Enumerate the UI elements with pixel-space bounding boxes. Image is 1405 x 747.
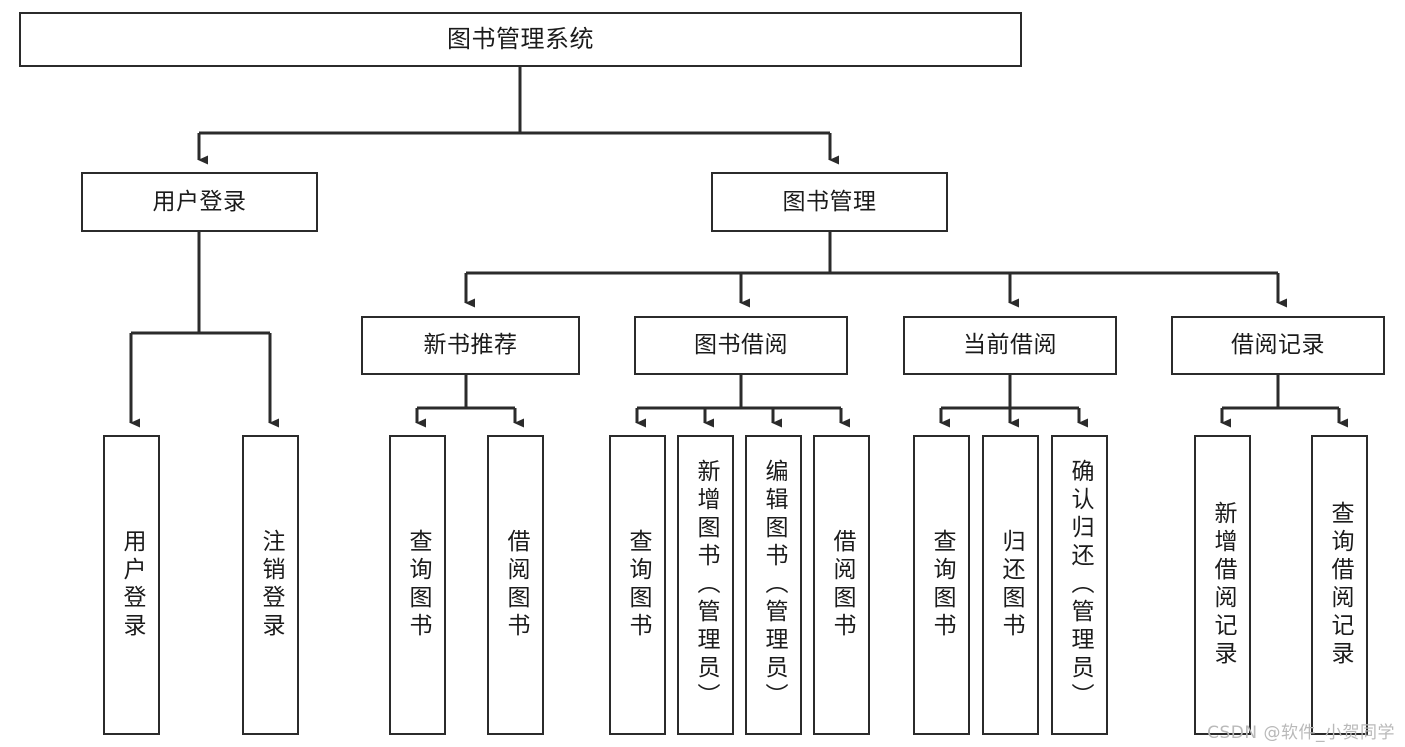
- leaf-borrow-book-query[interactable]: 查询图书: [609, 435, 666, 735]
- leaf-borrow-record-add[interactable]: 新增借阅记录: [1194, 435, 1251, 735]
- node-label: 查询图书: [405, 529, 431, 641]
- leaf-user-login-login[interactable]: 用户登录: [103, 435, 160, 735]
- node-label: 注销登录: [258, 529, 284, 641]
- node-user-login[interactable]: 用户登录: [81, 172, 318, 232]
- node-label: 当前借阅: [963, 332, 1057, 359]
- node-label: 用户登录: [119, 529, 145, 641]
- node-label: 查询图书: [625, 529, 651, 641]
- node-label: 图书管理系统: [447, 24, 594, 53]
- node-label: 用户登录: [152, 188, 247, 215]
- node-borrow-record[interactable]: 借阅记录: [1171, 316, 1385, 375]
- node-label: 借阅记录: [1231, 332, 1325, 359]
- node-book-borrow[interactable]: 图书借阅: [634, 316, 848, 375]
- leaf-current-borrow-confirm-return[interactable]: 确认归还（管理员）: [1051, 435, 1108, 735]
- leaf-current-borrow-return[interactable]: 归还图书: [982, 435, 1039, 735]
- node-label: 借阅图书: [829, 529, 855, 641]
- node-label: 确认归还（管理员）: [1067, 459, 1093, 711]
- leaf-borrow-book-borrow[interactable]: 借阅图书: [813, 435, 870, 735]
- node-current-borrow[interactable]: 当前借阅: [903, 316, 1117, 375]
- leaf-borrow-book-edit[interactable]: 编辑图书（管理员）: [745, 435, 802, 735]
- leaf-new-book-query[interactable]: 查询图书: [389, 435, 446, 735]
- leaf-borrow-record-query[interactable]: 查询借阅记录: [1311, 435, 1368, 735]
- node-label: 图书管理: [782, 188, 877, 215]
- leaf-current-borrow-query[interactable]: 查询图书: [913, 435, 970, 735]
- node-label: 图书借阅: [694, 332, 788, 359]
- node-label: 借阅图书: [503, 529, 529, 641]
- node-label: 新书推荐: [423, 332, 518, 359]
- leaf-user-login-logout[interactable]: 注销登录: [242, 435, 299, 735]
- node-label: 查询借阅记录: [1327, 501, 1353, 669]
- leaf-new-book-borrow[interactable]: 借阅图书: [487, 435, 544, 735]
- node-label: 编辑图书（管理员）: [761, 459, 787, 711]
- watermark-text: CSDN @软件_小贺同学: [1207, 723, 1395, 743]
- node-label: 新增图书（管理员）: [693, 459, 719, 711]
- node-label: 新增借阅记录: [1210, 501, 1236, 669]
- node-label: 查询图书: [929, 529, 955, 641]
- node-label: 归还图书: [998, 529, 1024, 641]
- node-new-book-recommend[interactable]: 新书推荐: [361, 316, 580, 375]
- node-root-system[interactable]: 图书管理系统: [19, 12, 1022, 67]
- node-book-management[interactable]: 图书管理: [711, 172, 948, 232]
- leaf-borrow-book-add[interactable]: 新增图书（管理员）: [677, 435, 734, 735]
